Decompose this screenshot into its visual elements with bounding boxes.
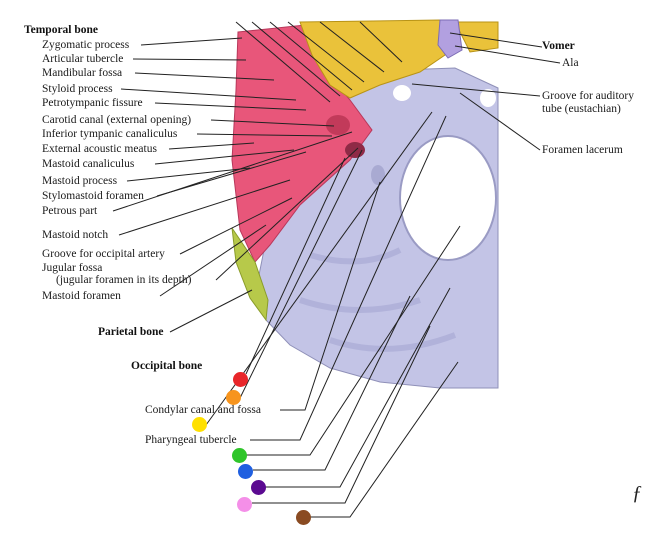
leader-mandibular [134,72,275,81]
label-ala: Ala [562,57,579,69]
leader-top-4 [287,21,365,83]
leader-articular [132,58,247,61]
leader-petrous [112,131,353,212]
label-mastoid-canaliculus: Mastoid canaliculus [42,158,135,170]
leader-external-acoustic [168,142,255,150]
label-jugular-fossa: Jugular fossa [42,262,103,274]
leader-marker-red [245,157,346,375]
condylar-fossa [371,165,385,185]
leader-condylar [280,181,381,411]
leader-marker-purple [265,287,451,488]
vomer-heading: Vomer [542,40,575,52]
leader-lines [112,21,561,518]
label-stylomastoid-foramen: Stylomastoid foramen [42,190,144,202]
label-groove-occipital-artery: Groove for occipital artery [42,248,165,260]
leader-ala [454,45,561,64]
leader-marker-orange [239,149,363,399]
label-groove-auditory-tube: Groove for auditory [542,90,634,102]
pink-marker[interactable] [236,496,252,512]
label-zygomatic-process: Zygomatic process [42,39,130,51]
label-pharyngeal-tubercle: Pharyngeal tubercle [145,434,237,446]
brown-marker[interactable] [295,509,311,525]
leader-styloid [120,88,297,101]
label-foramen-lacerum: Foramen lacerum [542,144,623,156]
label-mandibular-fossa: Mandibular fossa [42,67,123,79]
label-jugular-foramen-note: (jugular foramen in its depth) [56,274,192,286]
label-petrotympanic-fissure: Petrotympanic fissure [42,97,143,109]
foramen-lacerum-right [480,89,496,107]
yellow-marker[interactable] [191,416,207,432]
leader-mastoid-process [126,167,251,182]
leader-top-5 [319,21,385,73]
occipital-bone-heading: Occipital bone [131,360,203,372]
label-external-acoustic: External acoustic meatus [42,143,157,155]
carotid-canal-opening [326,115,350,135]
purple-marker[interactable] [250,479,266,495]
green-marker[interactable] [231,447,247,463]
leader-top-3 [269,21,353,91]
leader-top-1 [235,21,331,103]
label-styloid-process: Styloid process [42,83,113,95]
foramen-lacerum-opening [393,85,411,101]
leader-inferior-tympanic [196,133,333,137]
label-eustachian: tube (eustachian) [542,103,621,115]
leader-marker-blue [253,295,411,471]
orange-marker[interactable] [225,389,241,405]
leader-top-2 [251,21,341,97]
leader-marker-pink [252,325,431,504]
label-carotid-canal: Carotid canal (external opening) [42,114,192,126]
label-mastoid-notch: Mastoid notch [42,229,109,241]
signature-mark: ƒ [632,482,642,504]
label-inferior-tympanic: Inferior tympanic canaliculus [42,128,178,140]
leader-lacerum [459,92,541,151]
leader-mastoid-foramen [159,224,267,297]
leader-vomer [449,32,543,48]
label-articular-tubercle: Articular tubercle [42,53,124,65]
leader-mastoid-notch [118,179,291,236]
leader-pharyngeal [250,115,447,441]
label-mastoid-foramen: Mastoid foramen [42,290,121,302]
label-condylar-canal: Condylar canal and fossa [145,404,261,416]
leader-top-6 [359,21,403,63]
leader-petrotympanic [154,102,307,111]
leader-occipital-artery [179,197,293,255]
label-petrous-part: Petrous part [42,205,98,217]
foramen-magnum [399,135,497,261]
blue-marker[interactable] [237,463,253,479]
label-mastoid-process: Mastoid process [42,175,118,187]
leader-carotid [210,119,335,127]
leader-zygomatic [140,37,243,46]
leader-marker-brown [310,361,459,518]
leader-jugular [215,147,359,281]
red-marker[interactable] [232,371,248,387]
leader-auditory [411,83,541,97]
leader-marker-green [246,225,461,456]
leader-mastoid-canaliculus [154,149,295,165]
parietal-bone-heading: Parietal bone [98,326,164,338]
vomer-region [437,19,463,59]
temporal-bone-heading: Temporal bone [24,24,99,36]
leader-parietal [169,289,253,333]
